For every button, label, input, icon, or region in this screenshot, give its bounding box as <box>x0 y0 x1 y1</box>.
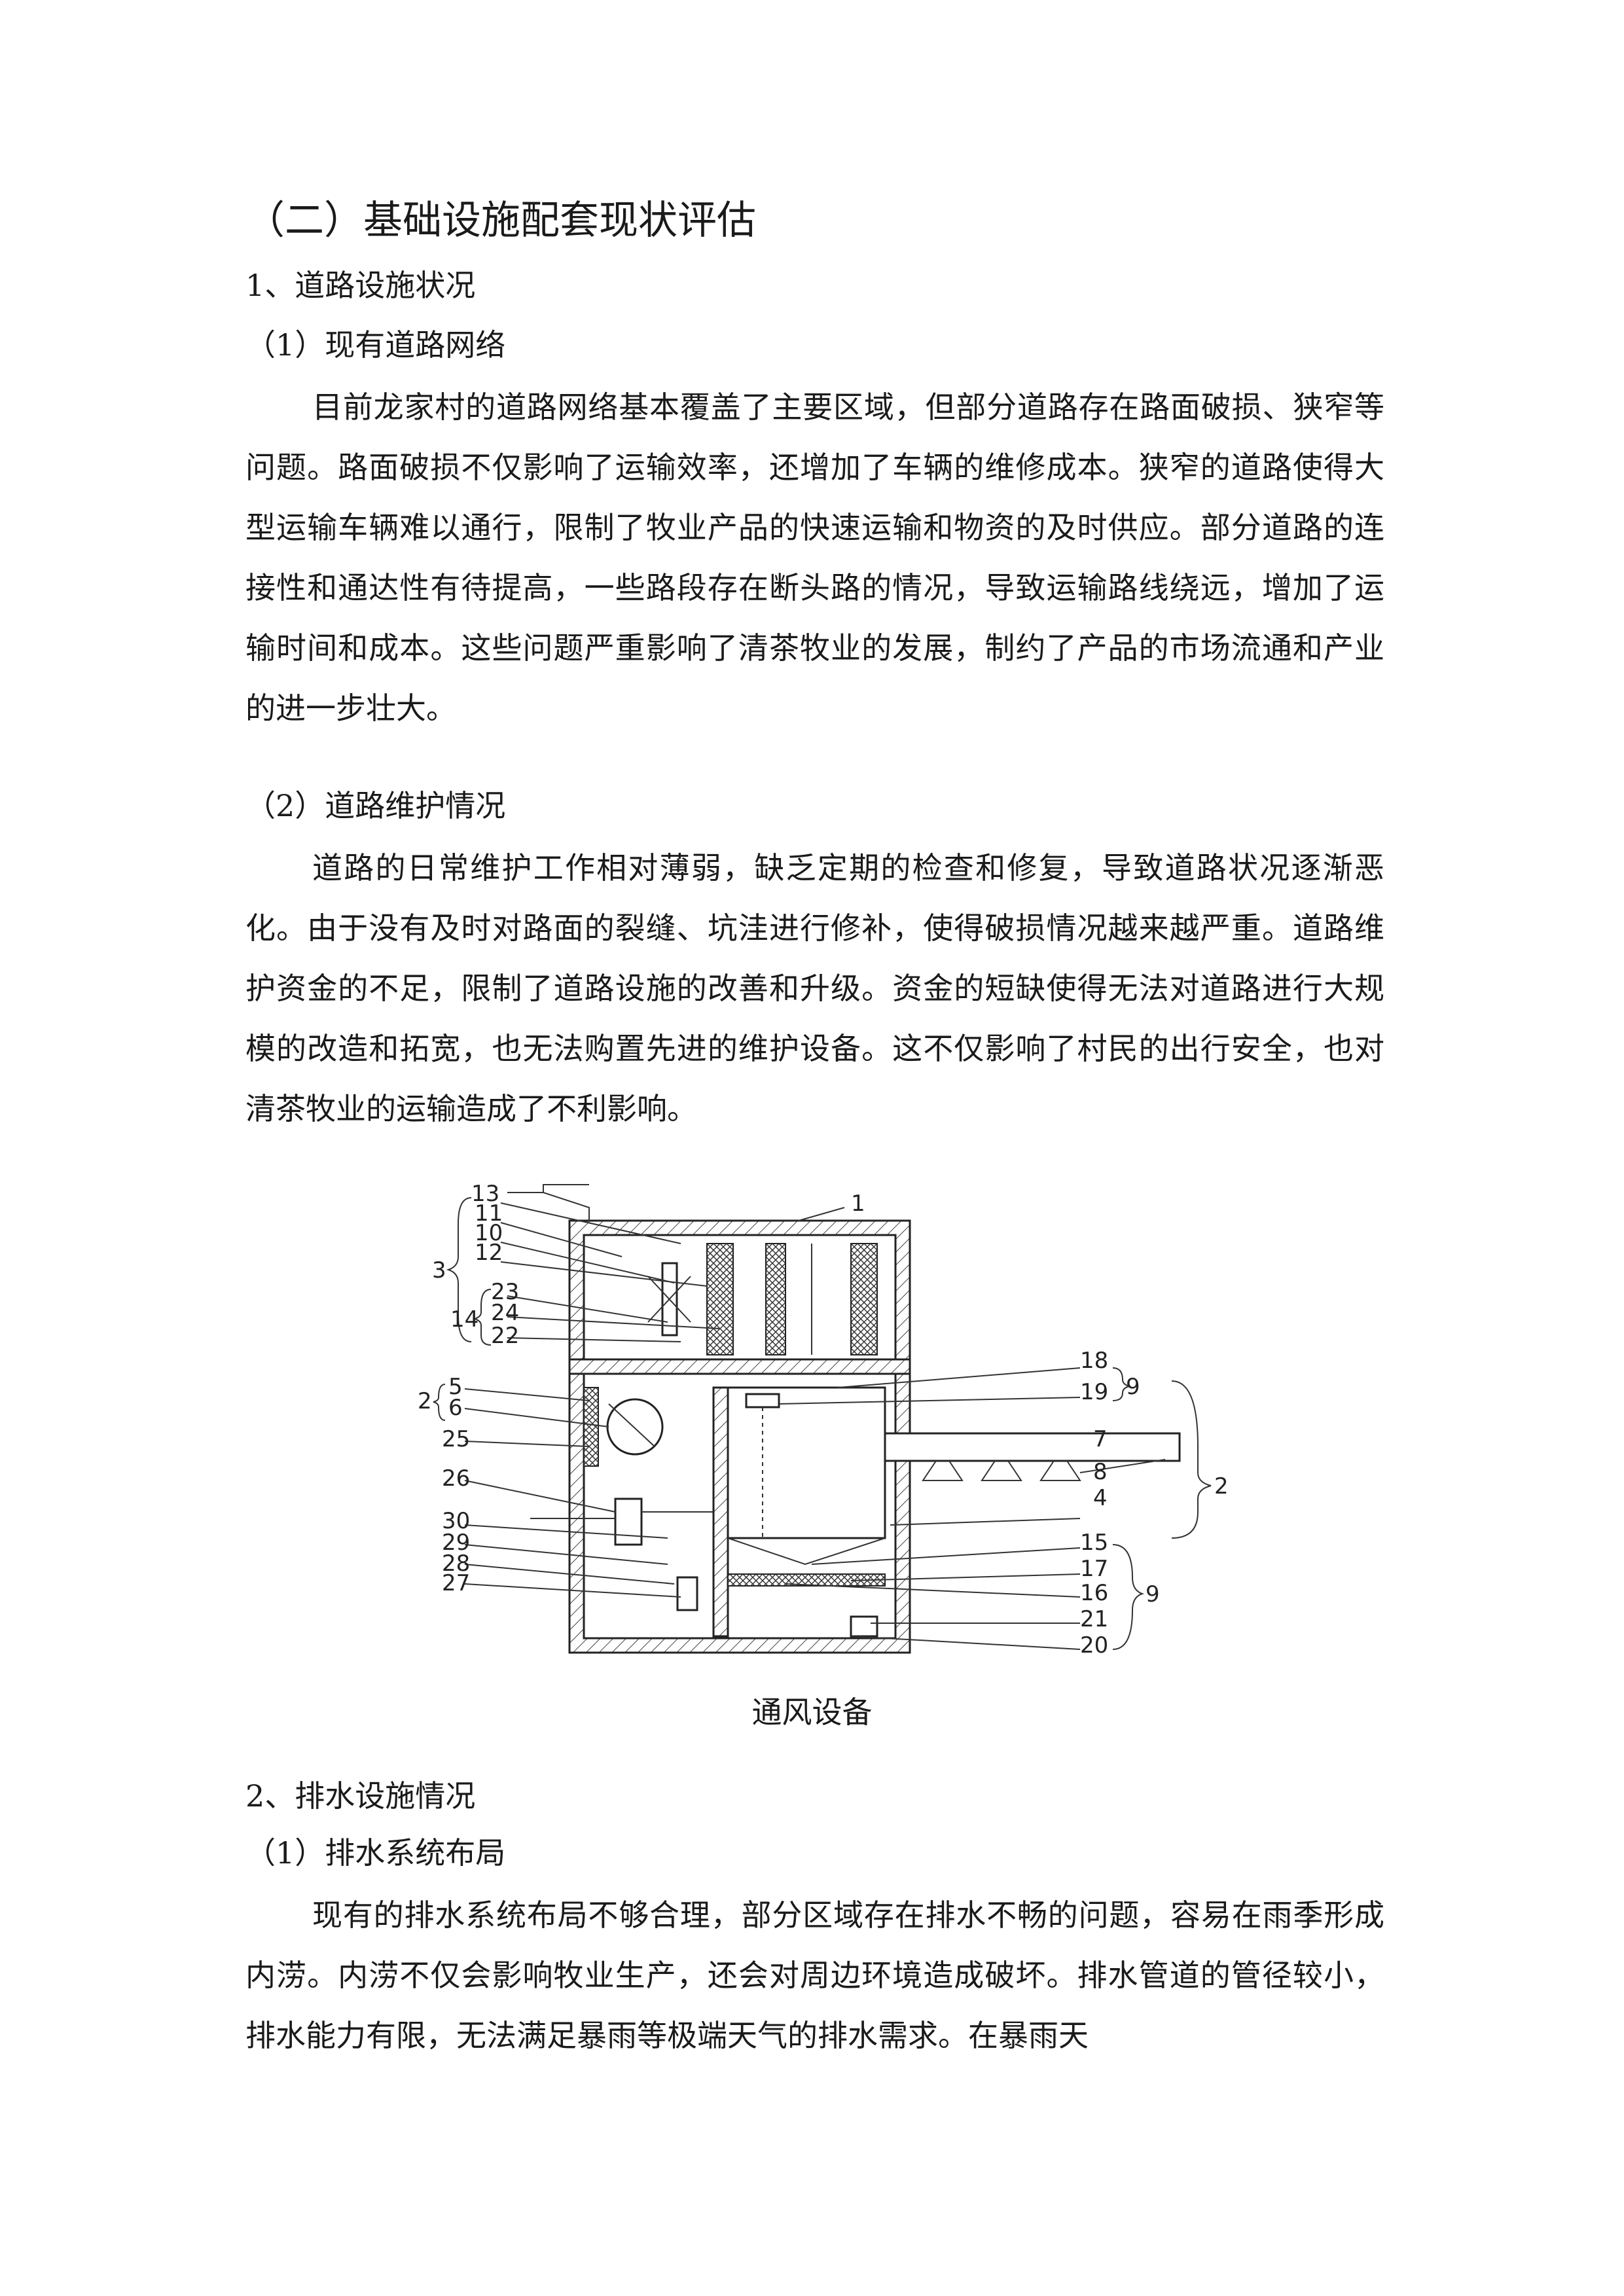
brace-9-top <box>1112 1367 1132 1401</box>
label-9-bottom: 9 <box>1146 1581 1160 1607</box>
label-6: 6 <box>448 1395 463 1421</box>
drain-pump <box>676 1576 698 1611</box>
ventilation-equipment-diagram: 13 11 10 12 3 23 24 14 22 1 18 9 19 5 2 … <box>393 1172 1244 1682</box>
label-9-top: 9 <box>1126 1374 1140 1400</box>
label-14: 14 <box>450 1306 478 1333</box>
brace-3 <box>446 1197 472 1342</box>
drainage-heading: 2、排水设施情况 <box>245 1778 476 1814</box>
inner-wall-left <box>712 1386 729 1638</box>
label-28: 28 <box>442 1551 470 1577</box>
figure-caption: 通风设备 <box>751 1695 873 1730</box>
label-11: 11 <box>475 1200 503 1227</box>
brace-2-left <box>433 1384 446 1421</box>
label-24: 24 <box>491 1300 519 1326</box>
label-3: 3 <box>432 1257 446 1283</box>
label-12: 12 <box>475 1240 503 1266</box>
filter-3 <box>850 1243 878 1355</box>
label-7: 7 <box>1093 1426 1108 1452</box>
brace-2 <box>1171 1380 1212 1539</box>
side-filter <box>583 1387 599 1467</box>
brace-14 <box>472 1289 492 1346</box>
label-27: 27 <box>442 1570 470 1596</box>
label-26: 26 <box>442 1465 470 1492</box>
road-maintenance-heading: （2）道路维护情况 <box>245 788 506 823</box>
label-30: 30 <box>442 1508 470 1534</box>
spray-nozzles <box>922 1460 1081 1481</box>
label-20: 20 <box>1080 1632 1108 1659</box>
label-2-right: 2 <box>1214 1473 1229 1499</box>
label-23: 23 <box>491 1279 519 1305</box>
pump <box>614 1498 643 1546</box>
filter-2 <box>765 1243 786 1355</box>
leader-lines <box>464 1202 1166 1650</box>
filter-1 <box>706 1243 734 1355</box>
label-22: 22 <box>491 1323 519 1349</box>
label-2-left: 2 <box>418 1388 432 1414</box>
label-17: 17 <box>1080 1556 1108 1582</box>
label-19: 19 <box>1080 1379 1108 1405</box>
top-vent <box>507 1184 590 1221</box>
diagram-svg: 13 11 10 12 3 23 24 14 22 1 18 9 19 5 2 … <box>418 1181 1229 1659</box>
drainage-layout-heading: （1）排水系统布局 <box>245 1835 506 1871</box>
road-heading: 1、道路设施状况 <box>245 268 476 303</box>
nozzle <box>745 1393 780 1408</box>
diagram-labels: 13 11 10 12 3 23 24 14 22 1 18 9 19 5 2 … <box>418 1181 1229 1659</box>
tank-funnel <box>727 1537 886 1566</box>
label-25: 25 <box>442 1426 470 1452</box>
brace-9-bottom <box>1112 1544 1145 1650</box>
section-title: （二）基础设施配套现状评估 <box>245 198 756 243</box>
middle-divider <box>568 1358 911 1375</box>
label-16: 16 <box>1080 1580 1108 1606</box>
label-15: 15 <box>1080 1530 1108 1556</box>
outlet-valve <box>850 1615 878 1638</box>
drainage-layout-paragraph: 现有的排水系统布局不够合理，部分区域存在排水不畅的问题，容易在雨季形成内涝。内涝… <box>245 1897 1384 2053</box>
label-18: 18 <box>1080 1348 1108 1374</box>
label-8: 8 <box>1093 1459 1108 1485</box>
spray-arm <box>884 1432 1181 1462</box>
road-network-paragraph: 目前龙家村的道路网络基本覆盖了主要区域，但部分道路存在路面破损、狭窄等问题。路面… <box>245 389 1384 726</box>
road-maintenance-paragraph: 道路的日常维护工作相对薄弱，缺乏定期的检查和修复，导致道路状况逐渐恶化。由于没有… <box>245 850 1384 1126</box>
road-network-heading: （1）现有道路网络 <box>245 327 506 363</box>
upper-chamber <box>583 1234 897 1361</box>
water-tank <box>727 1386 886 1539</box>
label-13: 13 <box>471 1181 499 1207</box>
label-21: 21 <box>1080 1606 1108 1632</box>
label-29: 29 <box>442 1530 470 1556</box>
label-10: 10 <box>475 1220 503 1246</box>
label-5: 5 <box>448 1374 463 1400</box>
blower-duct <box>608 1403 655 1447</box>
label-1: 1 <box>851 1191 865 1217</box>
label-4: 4 <box>1093 1485 1108 1511</box>
